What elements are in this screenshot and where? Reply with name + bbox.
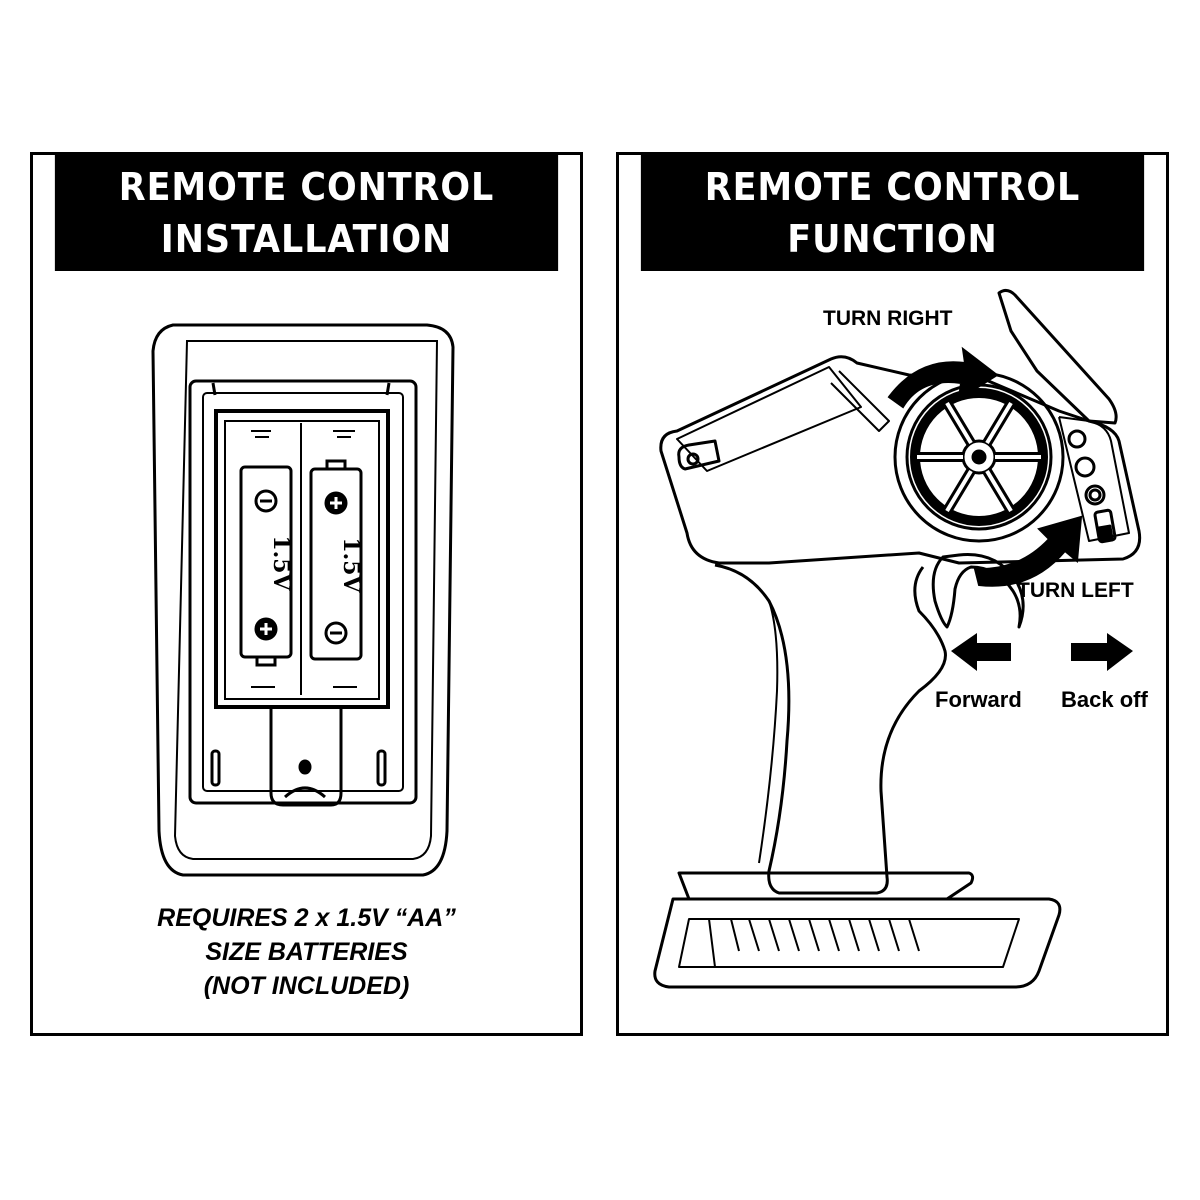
installation-panel: REMOTE CONTROL INSTALLATION xyxy=(30,152,583,1036)
installation-title-line1: REMOTE CONTROL xyxy=(118,165,495,209)
function-title-line2: FUNCTION xyxy=(787,217,998,261)
caption-line3: (NOT INCLUDED) xyxy=(203,972,410,1000)
turn-left-label: TURN LEFT xyxy=(1017,579,1134,602)
battery-compartment-icon: 1.5V 1.5V xyxy=(151,323,455,877)
battery-icon xyxy=(239,465,293,667)
battery-icon xyxy=(309,459,363,661)
arrow-left-icon xyxy=(951,633,1011,671)
battery-label-1: 1.5V xyxy=(268,535,294,591)
caption-line1: REQUIRES 2 x 1.5V “AA” xyxy=(157,904,456,932)
caption-line2: SIZE BATTERIES xyxy=(205,938,408,966)
installation-title-line2: INSTALLATION xyxy=(160,217,453,261)
battery-label-2: 1.5V xyxy=(338,537,364,593)
function-panel: REMOTE CONTROL FUNCTION xyxy=(616,152,1169,1036)
installation-body: 1.5V 1.5V REQUIRES 2 x 1.5V “AA” SIZE BA… xyxy=(33,271,580,1033)
curved-arrow-icon xyxy=(973,515,1083,587)
back-off-label: Back off xyxy=(1061,687,1148,712)
function-header: REMOTE CONTROL FUNCTION xyxy=(640,155,1145,271)
arrow-right-icon xyxy=(1071,633,1133,671)
turn-right-label: TURN RIGHT xyxy=(823,307,953,330)
installation-header: REMOTE CONTROL INSTALLATION xyxy=(54,155,559,271)
battery-requirement-caption: REQUIRES 2 x 1.5V “AA” SIZE BATTERIES (N… xyxy=(33,901,580,1003)
function-title-line1: REMOTE CONTROL xyxy=(704,165,1081,209)
transmitter-icon xyxy=(653,288,1142,989)
function-body: TURN RIGHT TURN LEFT Forward Back off xyxy=(619,271,1166,1033)
steering-wheel-icon xyxy=(893,371,1065,543)
forward-label: Forward xyxy=(935,687,1022,712)
curved-arrow-icon xyxy=(887,346,999,409)
